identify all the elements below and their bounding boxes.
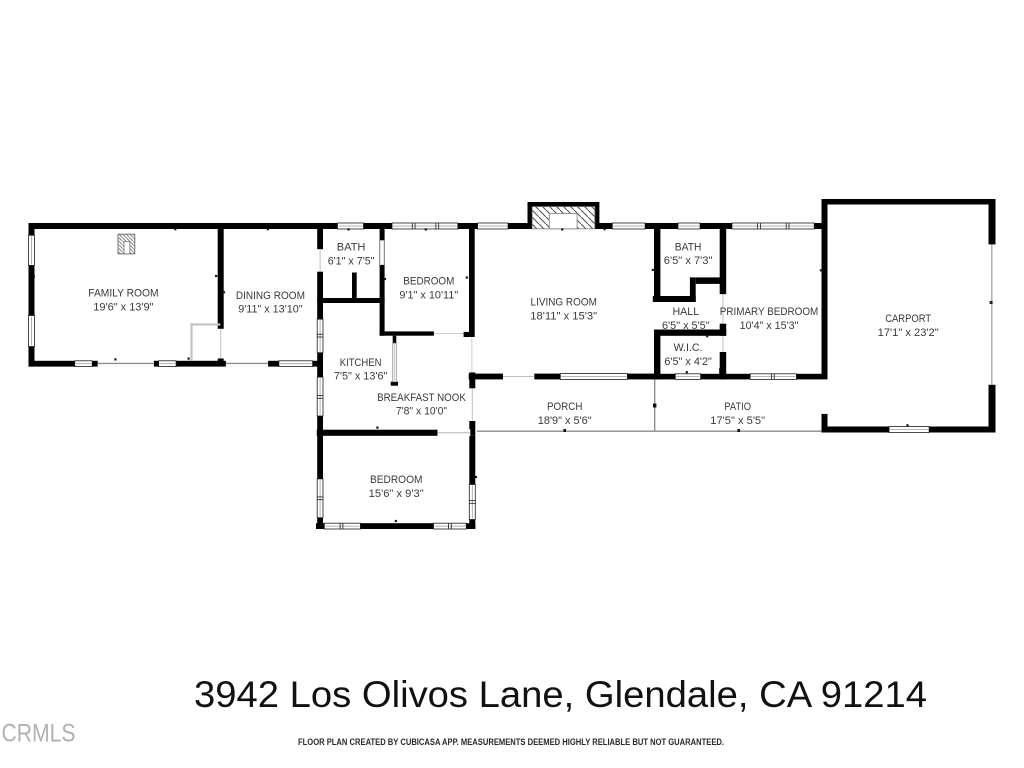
svg-text:BEDROOM: BEDROOM <box>370 474 423 486</box>
svg-text:9'1" x 10'11": 9'1" x 10'11" <box>399 289 458 301</box>
svg-text:DINING ROOM: DINING ROOM <box>236 290 305 302</box>
svg-text:17'5" x 5'5": 17'5" x 5'5" <box>710 415 765 427</box>
svg-text:KITCHEN: KITCHEN <box>340 357 382 369</box>
svg-text:7'8" x 10'0": 7'8" x 10'0" <box>396 406 447 418</box>
svg-text:PRIMARY BEDROOM: PRIMARY BEDROOM <box>720 306 819 318</box>
svg-text:15'6" x 9'3": 15'6" x 9'3" <box>369 488 424 500</box>
svg-text:6'1" x 7'5": 6'1" x 7'5" <box>328 255 375 267</box>
svg-text:PORCH: PORCH <box>547 401 583 413</box>
svg-text:18'11" x 15'3": 18'11" x 15'3" <box>530 310 597 322</box>
svg-text:6'5" x 5'5": 6'5" x 5'5" <box>662 320 710 332</box>
svg-text:BATH: BATH <box>675 241 702 253</box>
svg-text:19'6" x 13'9": 19'6" x 13'9" <box>93 301 153 313</box>
svg-text:PATIO: PATIO <box>724 401 751 413</box>
svg-text:18'9" x 5'6": 18'9" x 5'6" <box>538 415 592 427</box>
svg-text:FLOOR PLAN CREATED BY CUBICASA: FLOOR PLAN CREATED BY CUBICASA APP. MEAS… <box>298 737 724 747</box>
svg-text:10'4" x 15'3": 10'4" x 15'3" <box>740 320 799 332</box>
svg-text:BREAKFAST NOOK: BREAKFAST NOOK <box>377 392 466 404</box>
svg-text:CRMLS: CRMLS <box>2 720 76 748</box>
svg-text:6'5" x 4'2": 6'5" x 4'2" <box>664 356 712 368</box>
svg-text:BATH: BATH <box>337 242 366 254</box>
svg-text:6'5" x 7'3": 6'5" x 7'3" <box>664 255 713 267</box>
svg-text:17'1" x 23'2": 17'1" x 23'2" <box>878 327 939 339</box>
svg-text:7'5" x 13'6": 7'5" x 13'6" <box>334 371 388 383</box>
svg-text:BEDROOM: BEDROOM <box>403 276 454 288</box>
svg-text:LIVING ROOM: LIVING ROOM <box>531 297 597 309</box>
svg-text:CARPORT: CARPORT <box>885 313 931 325</box>
svg-text:W.I.C.: W.I.C. <box>674 342 703 354</box>
svg-text:FAMILY ROOM: FAMILY ROOM <box>88 288 158 300</box>
svg-text:3942 Los Olivos Lane, Glendale: 3942 Los Olivos Lane, Glendale, CA 91214 <box>194 674 927 715</box>
svg-text:HALL: HALL <box>672 306 699 318</box>
svg-text:9'11" x 13'10": 9'11" x 13'10" <box>238 304 302 316</box>
